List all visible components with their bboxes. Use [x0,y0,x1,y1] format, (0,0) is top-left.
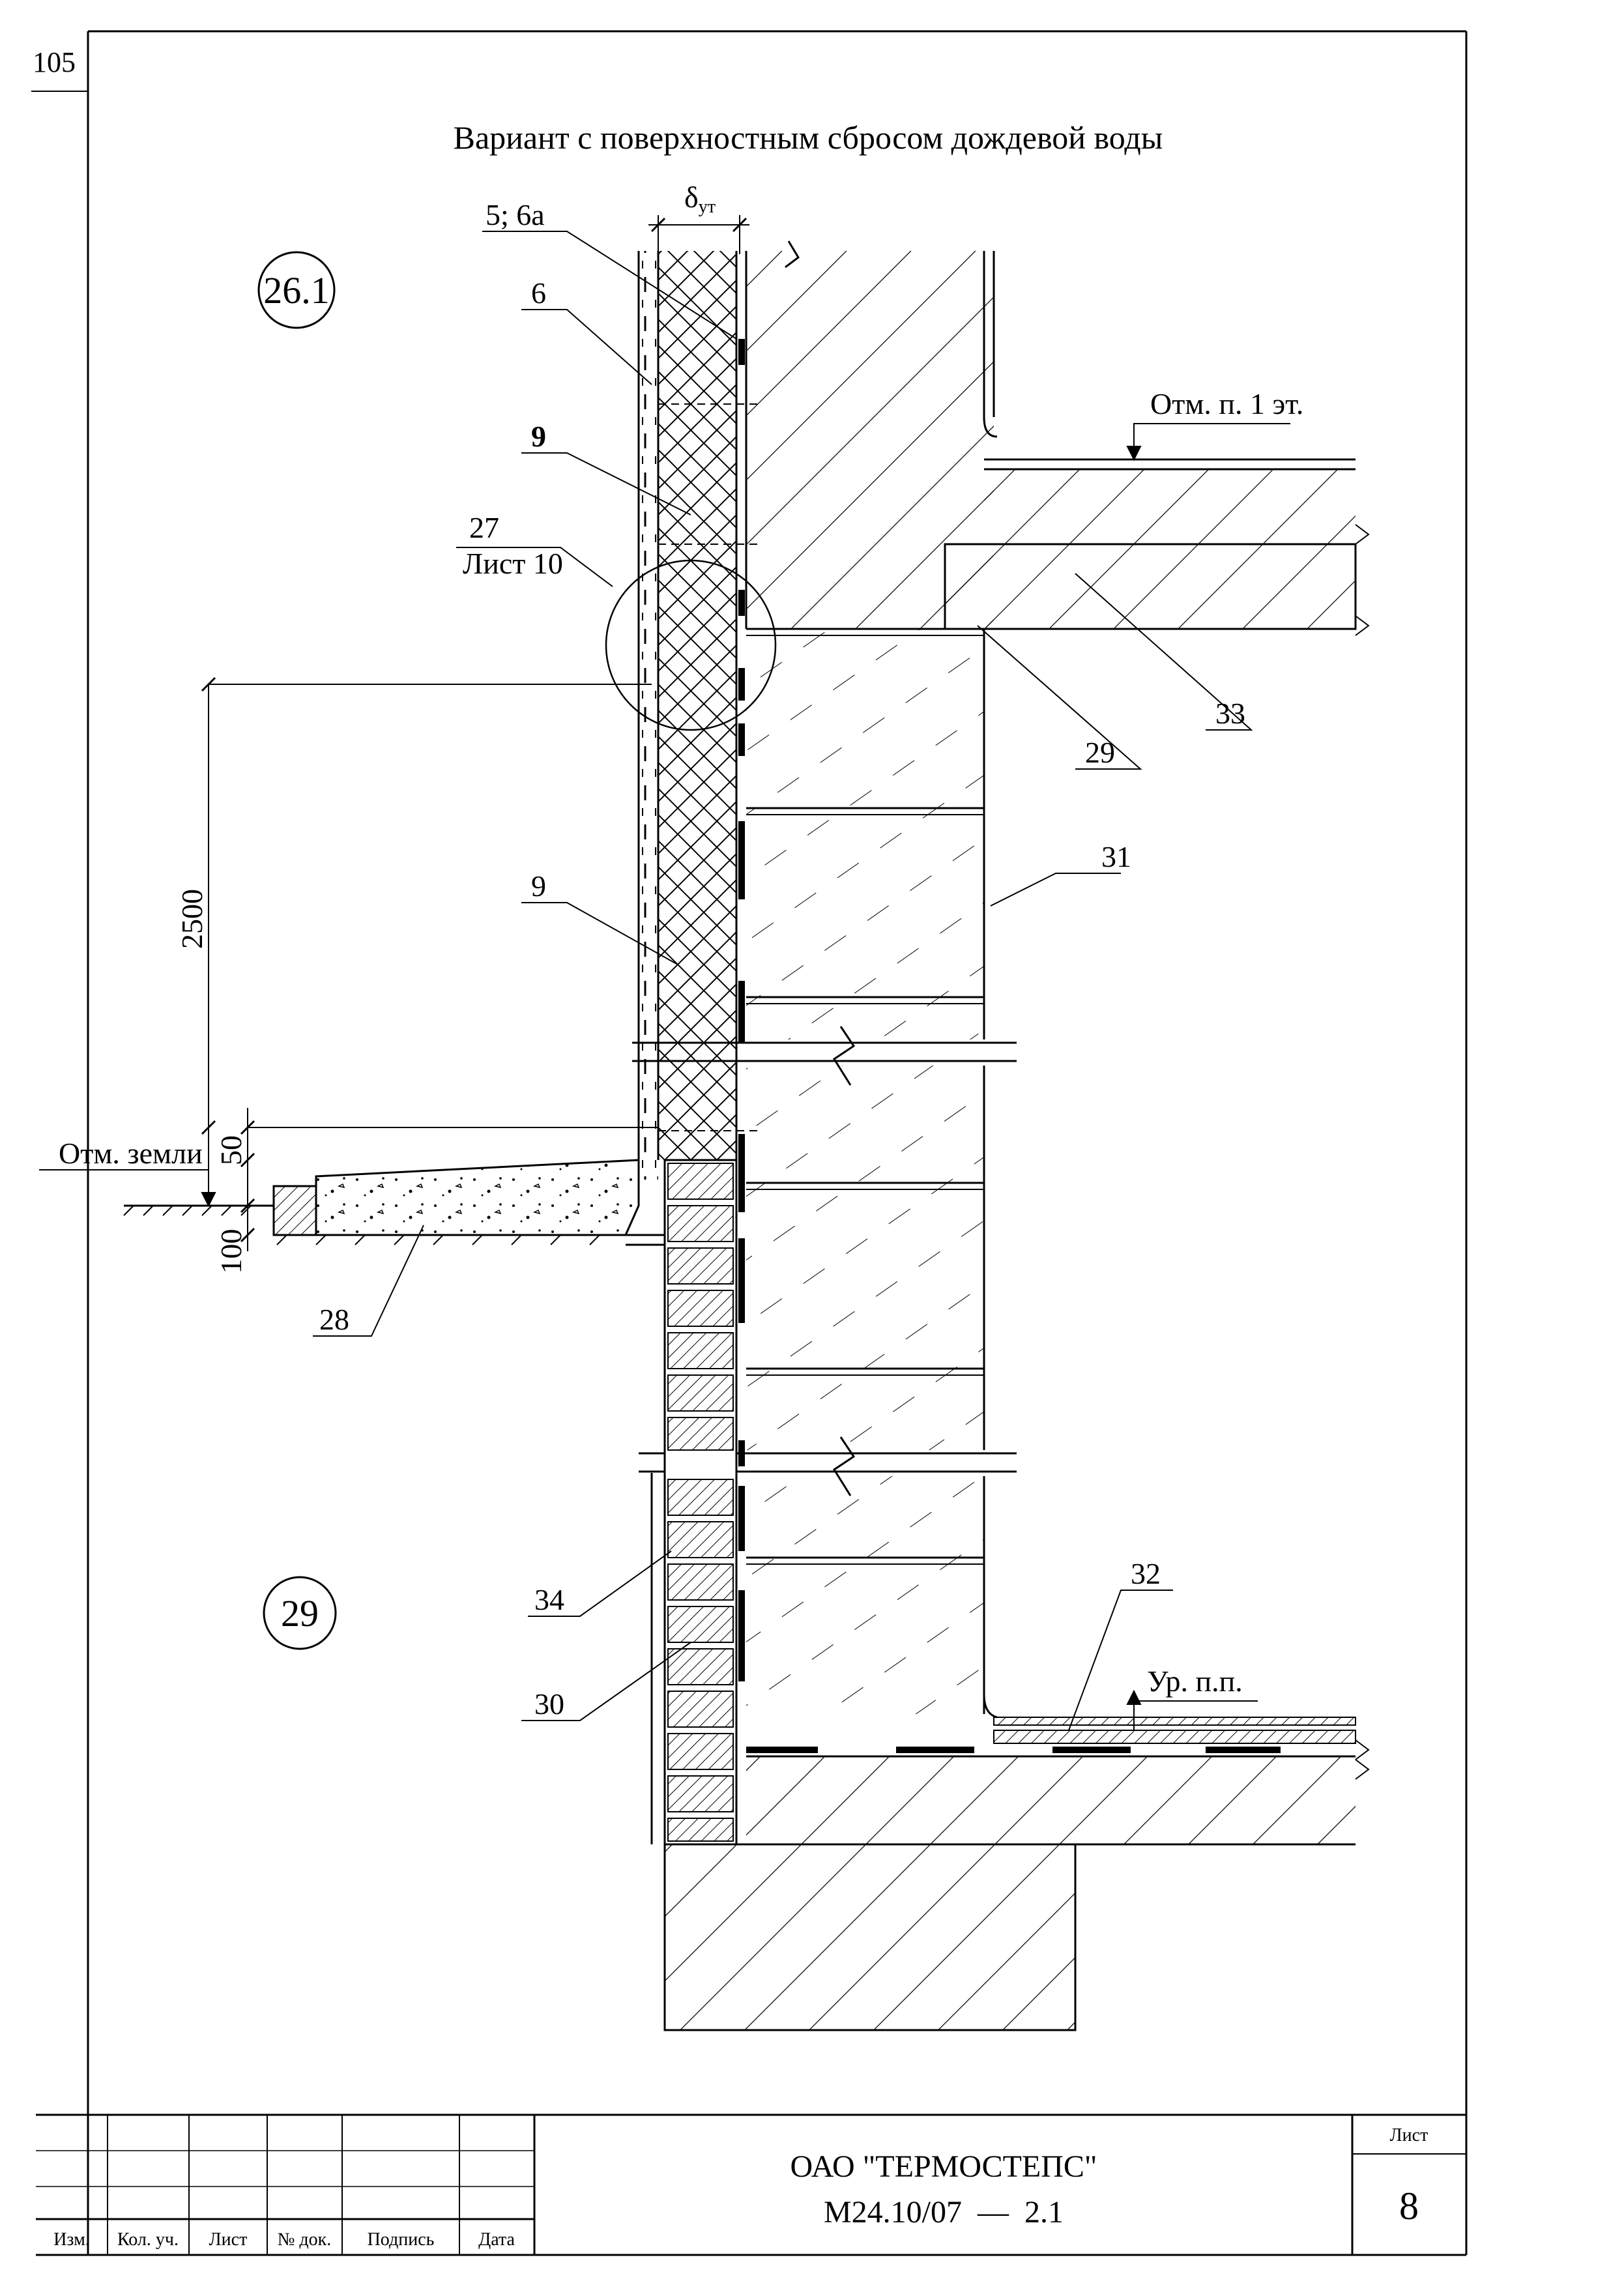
label-32: 32 [1131,1557,1161,1590]
stamp-header-change: Изм. [53,2230,90,2250]
stamp-organization: ОАО "ТЕРМОСТЕПС" [790,2149,1097,2184]
level-floor: Ур. п.п. [1147,1664,1243,1698]
dim-50: 50 [214,1135,248,1165]
label-29: 29 [1085,736,1115,769]
brick-plinth [650,1159,738,1846]
stamp-header-count: Кол. уч. [117,2230,179,2250]
stamp-sheet-label: Лист [1390,2125,1428,2145]
foundation [663,1694,1370,2031]
drawing-title: Вариант с поверхностным сбросом дождевой… [454,119,1163,156]
dim-2500: 2500 [175,889,209,949]
node-lower-label: 29 [281,1592,319,1634]
insulation-layer [657,251,762,1160]
label-6: 6 [531,276,546,310]
label-33: 33 [1215,697,1245,730]
stamp-header-date: Дата [478,2230,515,2250]
floor-slab-first [944,458,1370,636]
dimension-lines [201,676,658,1251]
dim-100: 100 [214,1229,248,1274]
page-number: 105 [33,46,76,78]
label-27: 27 [469,511,499,544]
level-ground: Отм. земли [59,1137,203,1170]
level-first-floor: Отм. п. 1 эт. [1150,387,1303,420]
stamp-header-sheet: Лист [209,2230,248,2250]
detail-circle [605,559,777,731]
label-28: 28 [319,1303,349,1336]
title-block [36,2114,1466,2256]
stamp-header-signature: Подпись [368,2230,435,2250]
insulation-thickness-dim: δут [648,181,749,254]
leaders [313,231,1290,1731]
label-30: 30 [534,1687,564,1721]
node-upper-label: 26.1 [263,269,330,312]
label-5-6a: 5; 6а [486,198,545,231]
blind-area [123,1159,665,1246]
node-marker-lower: 29 [263,1576,337,1650]
block-masonry [746,628,985,1714]
node-marker-upper: 26.1 [257,251,336,329]
delta-symbol: δут [684,181,716,217]
label-34: 34 [534,1583,564,1616]
label-sheet-10: Лист 10 [463,547,563,580]
stamp-header-doc: № док. [278,2230,332,2250]
label-9-top: 9 [531,420,546,453]
label-9-mid: 9 [531,869,546,903]
level-ground-mark [39,1169,216,1208]
label-31: 31 [1101,840,1131,873]
stamp-code: М24.10/07 — 2.1 [824,2195,1064,2230]
stamp-sheet-number: 8 [1399,2185,1419,2228]
